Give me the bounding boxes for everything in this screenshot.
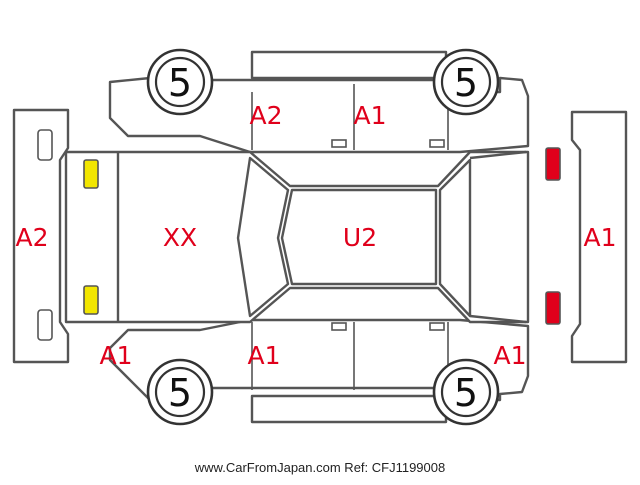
roof-panel [280, 188, 438, 286]
left-front-door-handle [331, 139, 347, 148]
tire-rear-left: 5 [432, 48, 500, 116]
code-left-front-door: A2 [249, 101, 282, 130]
rear-light-upper [545, 147, 561, 181]
front-fog-light-upper [37, 129, 53, 161]
code-right-front-door: A1 [247, 341, 280, 370]
tire-rear-left-value: 5 [454, 61, 478, 105]
code-left-rear-door: A1 [353, 101, 386, 130]
tire-front-right-value: 5 [168, 371, 192, 415]
front-bumper-panel [12, 108, 70, 364]
front-light-lower [83, 285, 99, 315]
code-roof: U2 [343, 223, 377, 252]
right-roof-rail [250, 394, 448, 424]
right-rear-door-handle [429, 322, 445, 331]
tire-rear-right-value: 5 [454, 371, 478, 415]
tire-front-left: 5 [146, 48, 214, 116]
tire-front-left-value: 5 [168, 61, 192, 105]
trunk-outline [469, 150, 527, 324]
windshield [236, 156, 290, 318]
footer-reference: www.CarFromJapan.com Ref: CFJ1199008 [194, 460, 445, 475]
tire-rear-right: 5 [432, 358, 500, 426]
rear-light-lower [545, 291, 561, 325]
code-rear-bumper: A1 [583, 223, 616, 252]
left-roof-rail [250, 50, 448, 80]
code-front-bumper: A2 [15, 223, 48, 252]
front-light-upper [83, 159, 99, 189]
left-rear-door-handle [429, 139, 445, 148]
tire-front-right: 5 [146, 358, 214, 426]
rear-bumper-panel [570, 110, 628, 364]
right-front-door-handle [331, 322, 347, 331]
code-right-front-fender: A1 [99, 341, 132, 370]
front-fog-light-lower [37, 309, 53, 341]
code-hood: XX [163, 223, 197, 252]
code-right-rear-fender: A1 [493, 341, 526, 370]
